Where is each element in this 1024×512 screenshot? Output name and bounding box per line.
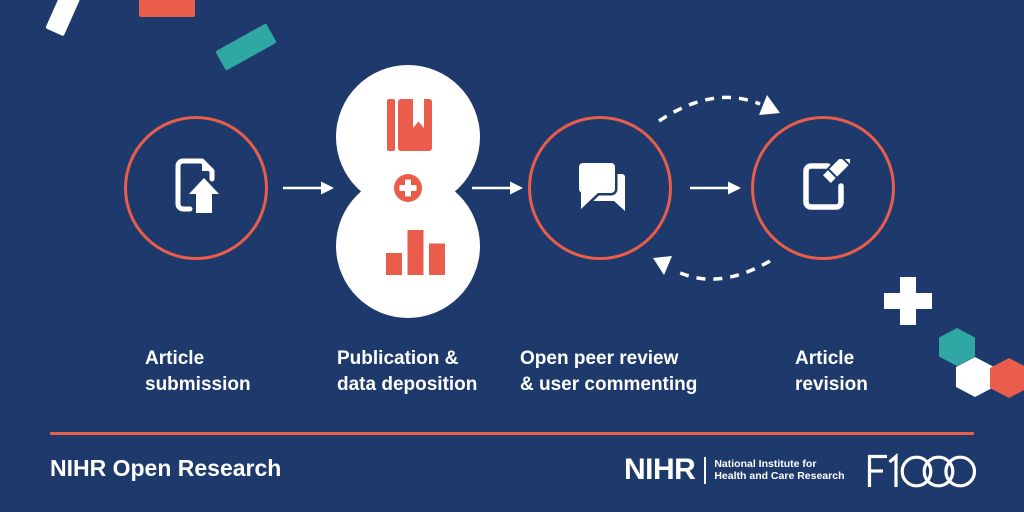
nihr-logo-divider bbox=[704, 456, 707, 484]
document-upload-icon bbox=[175, 158, 222, 216]
step-circle-article-submission bbox=[124, 116, 268, 260]
step-label-open-peer-review: Open peer review & user commenting bbox=[520, 348, 698, 395]
step-label-article-revision: Article revision bbox=[795, 348, 868, 395]
nihr-logo-tagline: National Institute for Health and Care R… bbox=[714, 458, 845, 482]
plus-shape bbox=[884, 277, 932, 325]
step-circle-article-revision bbox=[751, 116, 895, 260]
step-circle-open-peer-review bbox=[528, 116, 672, 260]
chat-bubbles-icon bbox=[577, 161, 625, 212]
step-label-publication-data-deposition: Publication & data deposition bbox=[337, 348, 478, 395]
site-title: NIHR Open Research bbox=[50, 455, 282, 481]
edit-document-icon bbox=[803, 159, 850, 210]
step-label-article-submission: Article submission bbox=[145, 348, 251, 395]
footer-divider-line bbox=[50, 432, 974, 435]
hexagon-coral bbox=[990, 358, 1024, 398]
deco-coral-bar bbox=[139, 0, 195, 17]
nihr-logo: NIHR National Institute for Health and C… bbox=[624, 453, 845, 486]
deco-teal-bar bbox=[215, 23, 277, 71]
book-icon bbox=[387, 99, 432, 151]
nihr-logo-acronym: NIHR bbox=[624, 453, 696, 486]
f1000-logo bbox=[867, 453, 976, 488]
deco-white-bar bbox=[45, 0, 81, 37]
plus-icon bbox=[394, 174, 422, 202]
bar-chart-icon bbox=[386, 230, 445, 275]
hexagon-teal bbox=[939, 328, 975, 366]
